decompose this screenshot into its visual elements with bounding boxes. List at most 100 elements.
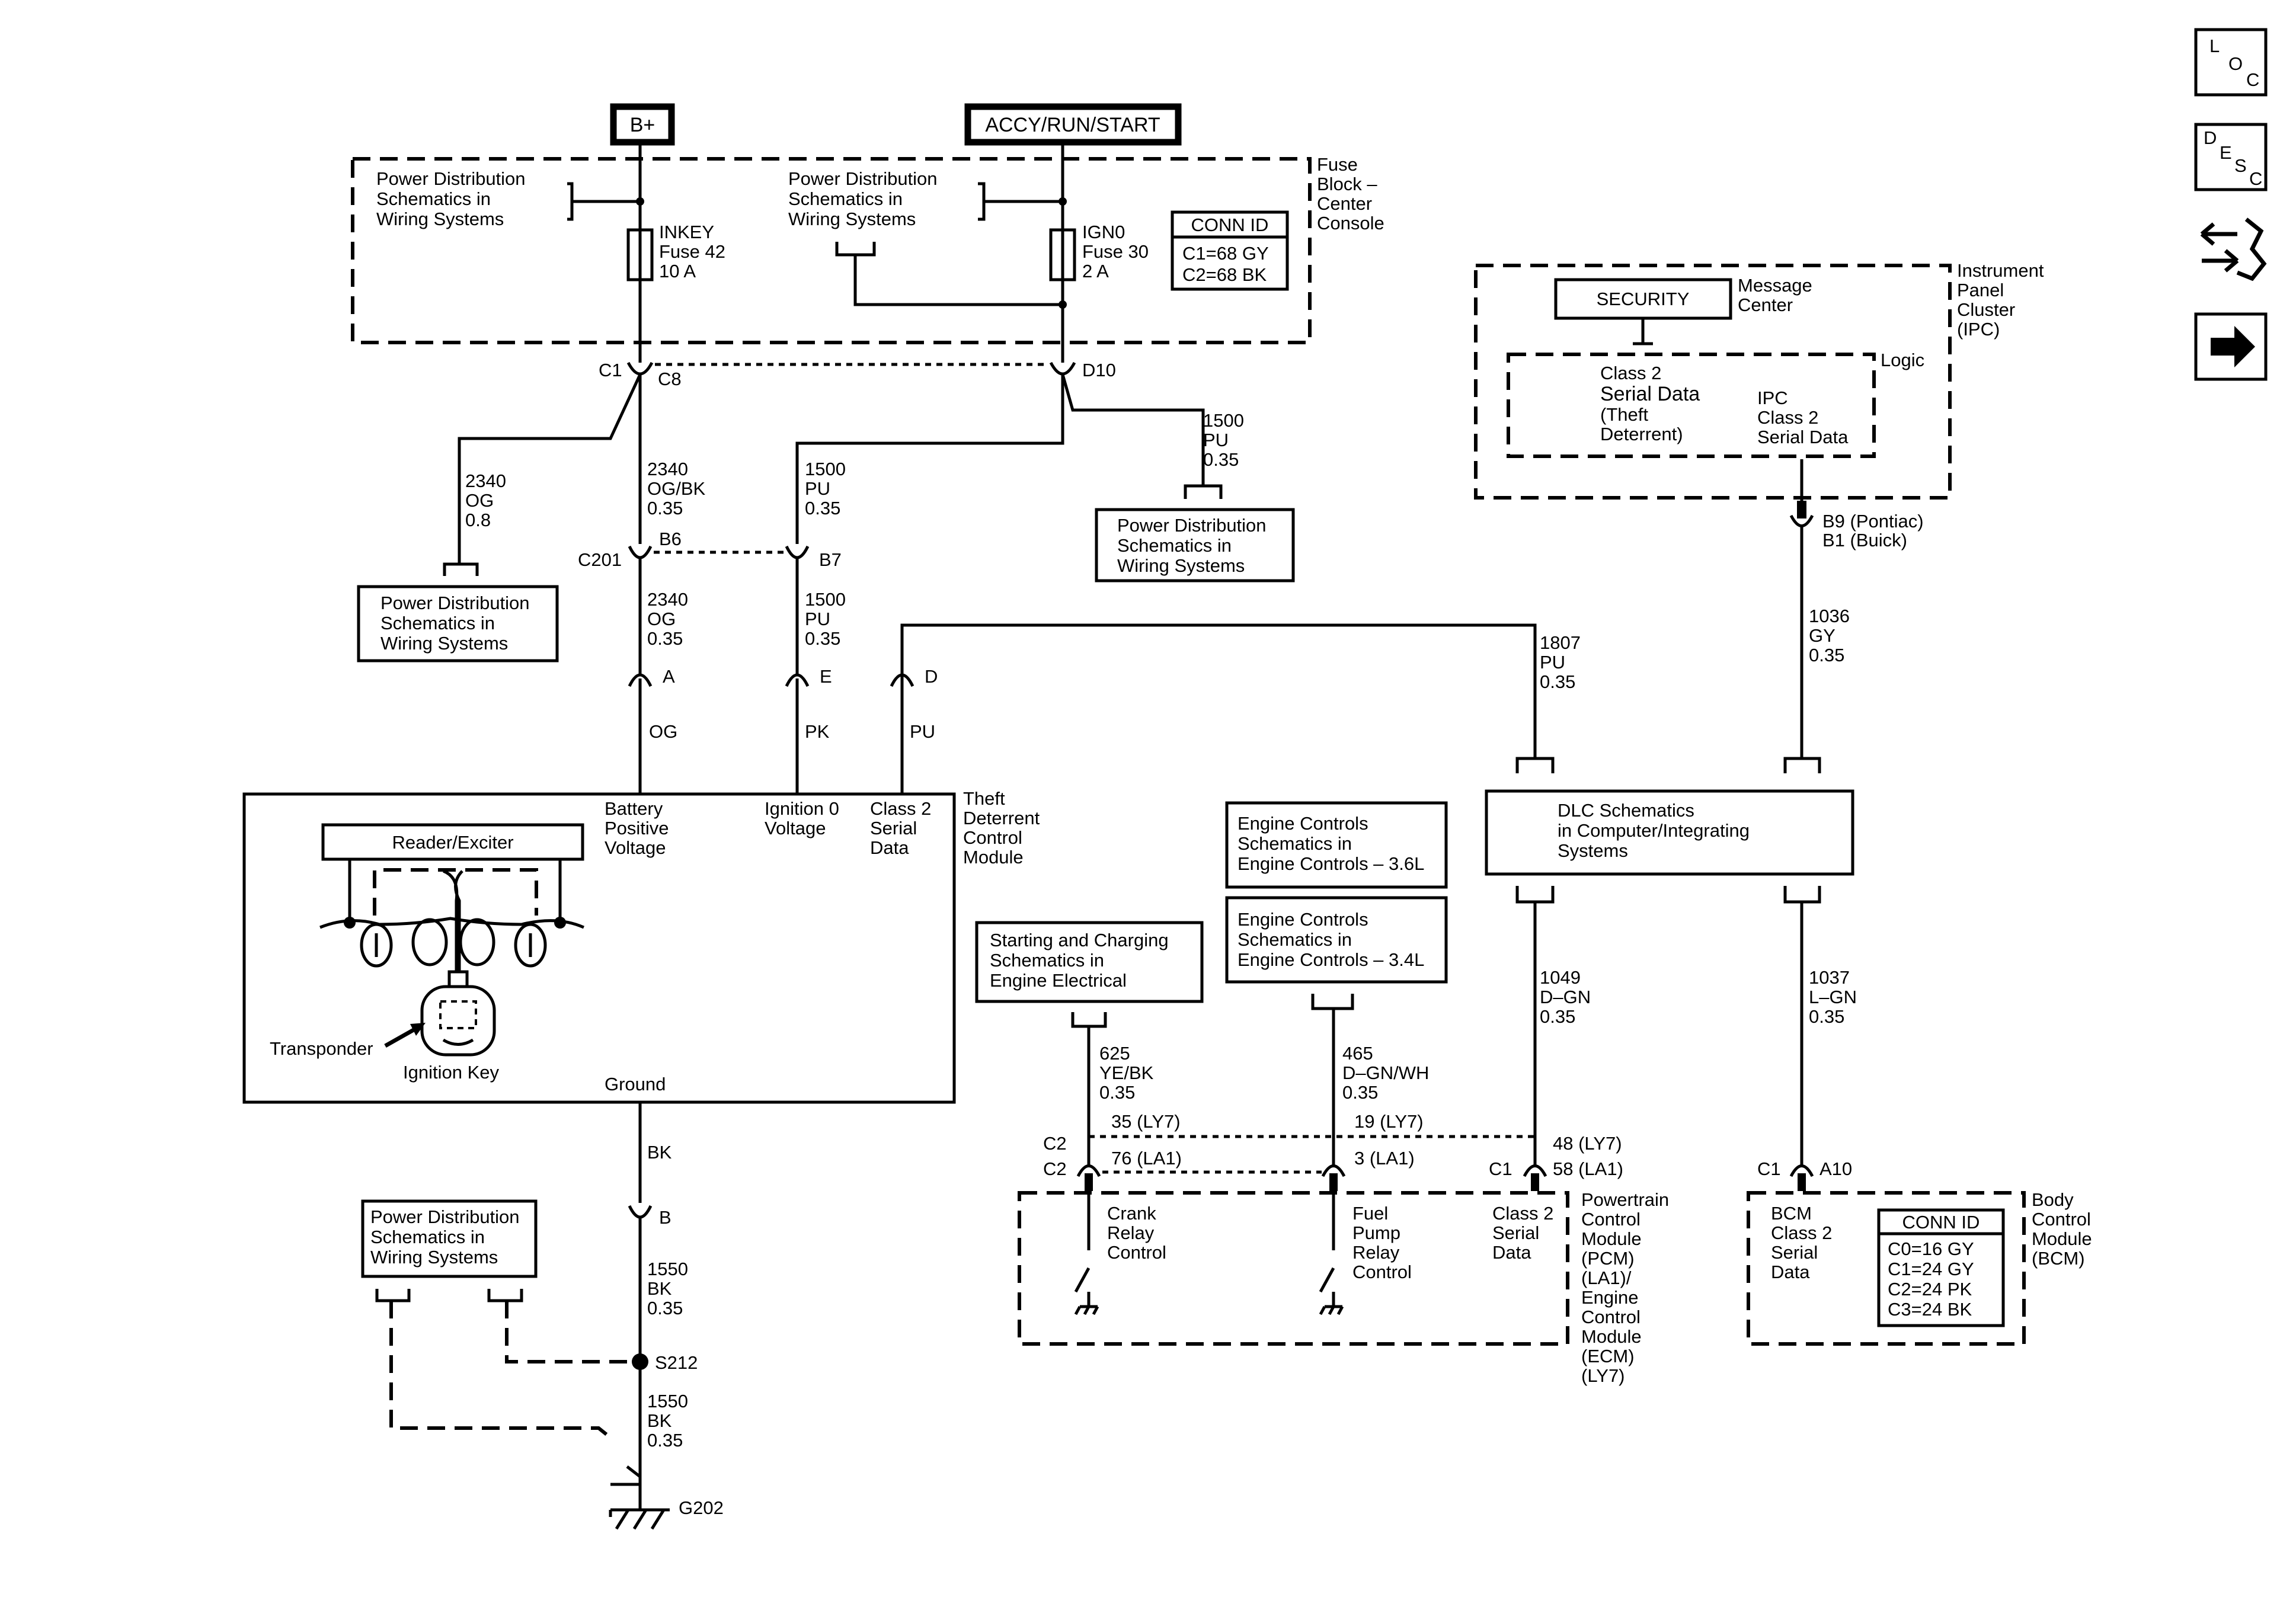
fuse-block-pd-right-text: Power Distribution Schematics in Wiring … xyxy=(788,168,942,229)
pin-c1-ecm: C1 xyxy=(1489,1158,1512,1179)
pd-box-mid-left: Power Distribution Schematics in Wiring … xyxy=(357,585,559,662)
wire-1550-a: 1550 BK 0.35 xyxy=(647,1259,693,1318)
svg-text:C: C xyxy=(2249,168,2262,189)
pin-35-ly7: 35 (LY7) xyxy=(1111,1111,1181,1132)
svg-text:Power Distribution Schem: Power Distribution Schematics in Wiring … xyxy=(1117,515,1271,576)
pin-d10: D10 xyxy=(1082,360,1116,380)
pd-box-bottom: Power Distribution Schematics in Wiring … xyxy=(361,1199,538,1278)
tdm-class2-label: Class 2 Serial Data xyxy=(870,798,936,858)
svg-text:Engine Controls Schemati: Engine Controls Schematics in Engine Con… xyxy=(1237,909,1424,970)
splice-s212: S212 xyxy=(655,1352,698,1373)
svg-text:Power Distribution Schem: Power Distribution Schematics in Wiring … xyxy=(370,1206,525,1267)
fuse-42-label: INKEY Fuse 42 10 A xyxy=(659,222,731,281)
svg-text:C1=24 GY: C1=24 GY xyxy=(1888,1259,1974,1279)
engine-controls-34-box: Engine Controls Schematics in Engine Con… xyxy=(1225,896,1448,984)
wire-2340-og-08: 2340 OG 0.8 xyxy=(465,470,511,530)
starting-charging-box: Starting and Charging Schematics in Engi… xyxy=(975,921,1204,1003)
svg-text:O: O xyxy=(2228,53,2243,74)
bplus-label: B+ xyxy=(610,103,675,146)
pin-58-la1: 58 (LA1) xyxy=(1553,1158,1623,1179)
svg-text:B+: B+ xyxy=(630,114,655,136)
wire-465-dgnwh: 465 D–GN/WH 0.35 xyxy=(1342,1043,1434,1103)
bcm-conn-id xyxy=(1877,1208,2005,1327)
svg-text:Power Distribution Schem: Power Distribution Schematics in Wiring … xyxy=(380,593,535,654)
tdm-battery-label: Battery Positive Voltage xyxy=(605,798,674,858)
svg-text:Starting and Charging Sc: Starting and Charging Schematics in Engi… xyxy=(990,930,1173,991)
svg-text:ACCY/RUN/START: ACCY/RUN/START xyxy=(985,114,1160,136)
instrument-panel-cluster: Instrument Panel Cluster (IPC) SECURITY … xyxy=(1474,260,2044,500)
svg-text:S: S xyxy=(2234,155,2247,176)
wire-625-yebk: 625 YE/BK 0.35 xyxy=(1099,1043,1159,1103)
tdm-ign-label: Ignition 0 Voltage xyxy=(765,798,844,838)
wire-pu: PU xyxy=(910,721,935,742)
svg-text:C0=16 GY: C0=16 GY xyxy=(1888,1238,1974,1259)
fuse-block-pd-left-text: Power Distribution Schematics in Wiring … xyxy=(376,168,530,229)
svg-text:SECURITY: SECURITY xyxy=(1597,289,1690,309)
fuse-30-label: IGN0 Fuse 30 2 A xyxy=(1082,222,1154,281)
ignition-key-label: Ignition Key xyxy=(403,1062,499,1083)
desc-icon[interactable]: D E S C xyxy=(2194,123,2268,191)
svg-text:CONN ID: CONN ID xyxy=(1902,1212,1980,1233)
dlc-box: DLC Schematics in Computer/Integrating S… xyxy=(1485,789,1854,876)
next-arrow-icon[interactable] xyxy=(2194,312,2268,381)
crank-relay-label: Crank Relay Control xyxy=(1107,1203,1166,1263)
theft-deterrent-module: Theft Deterrent Control Module Battery P… xyxy=(242,788,1045,1104)
pin-c2-top: C2 xyxy=(1043,1133,1067,1154)
tdm-ground-label: Ground xyxy=(605,1074,666,1094)
ipc-class2-serial-label: IPC Class 2 Serial Data xyxy=(1757,388,1849,447)
pin-e: E xyxy=(820,666,832,687)
pcm-label: Powertrain Control Module (PCM) (LA1)/ E… xyxy=(1581,1189,1674,1386)
ground-g202-label: G202 xyxy=(679,1497,724,1518)
pin-19-ly7: 19 (LY7) xyxy=(1354,1111,1424,1132)
pin-b6: B6 xyxy=(659,529,682,549)
svg-text:L: L xyxy=(2209,36,2220,56)
wire-pk: PK xyxy=(805,721,830,742)
pin-b: B xyxy=(659,1207,671,1228)
wire-1807-pu: 1807 PU 0.35 xyxy=(1540,632,1586,692)
logic-label: Logic xyxy=(1881,350,1924,370)
pin-b9: B9 (Pontiac) xyxy=(1822,511,1924,532)
tdm-label: Theft Deterrent Control Module xyxy=(963,788,1045,868)
pin-76-la1: 76 (LA1) xyxy=(1111,1148,1182,1169)
wire-1500-pu-a: 1500 PU 0.35 xyxy=(805,459,851,518)
svg-text:C1=68 GY: C1=68 GY xyxy=(1182,243,1269,264)
wire-bk: BK xyxy=(647,1142,672,1163)
pin-c8: C8 xyxy=(658,369,682,389)
fuse-block-conn-id xyxy=(1171,210,1289,291)
pd-box-mid-right: Power Distribution Schematics in Wiring … xyxy=(1095,508,1295,582)
loc-icon[interactable]: L O C xyxy=(2194,28,2268,97)
svg-text:DLC Schematics in Comput: DLC Schematics in Computer/Integrating S… xyxy=(1558,800,1755,861)
svg-text:D: D xyxy=(2204,127,2217,148)
bcm-label: Body Control Module (BCM) xyxy=(2032,1189,2097,1269)
reader-exciter xyxy=(321,823,584,861)
svg-text:E: E xyxy=(2220,142,2232,163)
svg-text:C2=68 BK: C2=68 BK xyxy=(1182,264,1267,285)
bcm-class2-label: BCM Class 2 Serial Data xyxy=(1771,1203,1837,1282)
svg-text:C: C xyxy=(2246,69,2259,90)
svg-text:CONN ID: CONN ID xyxy=(1191,215,1269,235)
svg-text:Engine Controls Schemati: Engine Controls Schematics in Engine Con… xyxy=(1237,813,1424,874)
engine-controls-36-box: Engine Controls Schematics in Engine Con… xyxy=(1225,801,1448,889)
svg-text:Reader/Exciter: Reader/Exciter xyxy=(392,832,513,853)
wire-1049-dgn: 1049 D–GN 0.35 xyxy=(1540,967,1596,1027)
svg-text:C2=24 PK: C2=24 PK xyxy=(1888,1279,1972,1299)
accy-run-start-label: ACCY/RUN/START xyxy=(964,103,1182,146)
body-control-module: Body Control Module (BCM) BCM Class 2 Se… xyxy=(1747,1189,2097,1346)
wire-1037-lgn: 1037 L–GN 0.35 xyxy=(1809,967,1862,1027)
pin-b1: B1 (Buick) xyxy=(1822,530,1907,550)
wire-1500-pu-c: 1500 PU 0.35 xyxy=(805,589,851,649)
pin-c201: C201 xyxy=(578,549,622,570)
pin-c1: C1 xyxy=(599,360,622,380)
pin-3-la1: 3 (LA1) xyxy=(1354,1148,1415,1169)
ipc-class2-theft-label: Class 2 Serial Data (Theft Deterrent) xyxy=(1600,363,1705,444)
wire-1036-gy: 1036 GY 0.35 xyxy=(1809,606,1855,665)
pcm-class2-label: Class 2 Serial Data xyxy=(1492,1203,1559,1263)
connector-swap-icon[interactable] xyxy=(2200,217,2267,281)
ground-g202: G202 xyxy=(609,1465,724,1530)
wire-2340-og-035: 2340 OG 0.35 xyxy=(647,589,693,649)
pin-a: A xyxy=(663,666,675,687)
transponder-label: Transponder xyxy=(270,1038,373,1059)
pin-a10: A10 xyxy=(1819,1158,1852,1179)
pin-c2-bottom: C2 xyxy=(1043,1158,1067,1179)
